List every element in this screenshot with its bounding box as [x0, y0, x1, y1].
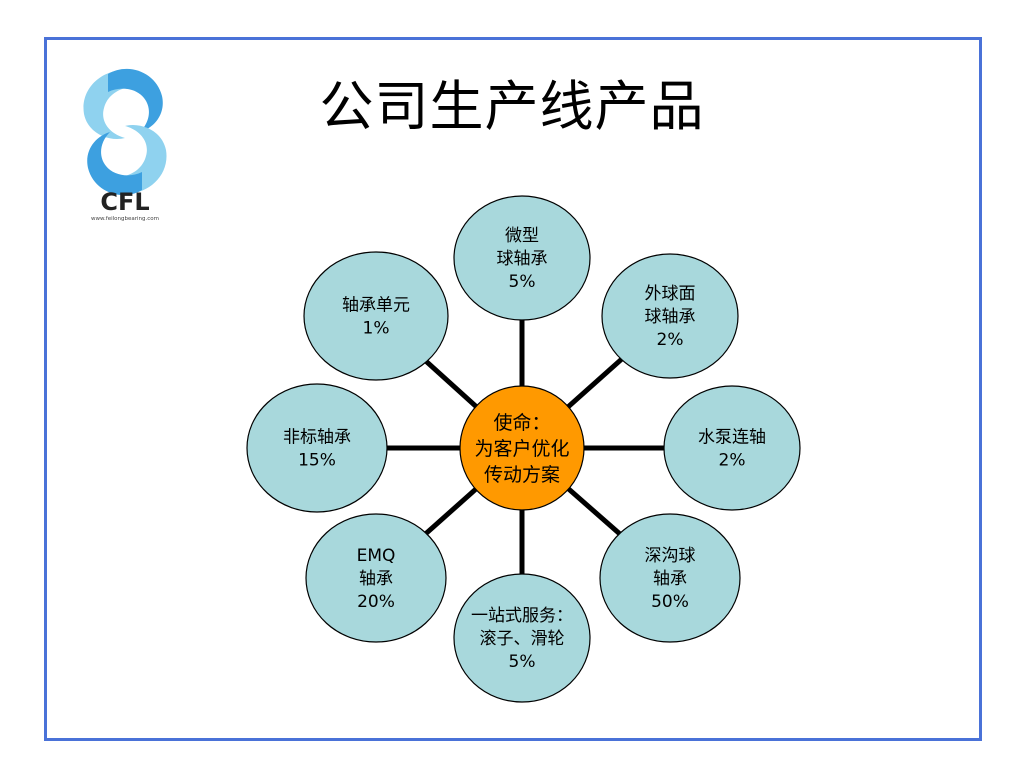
node-label: 水泵连轴 [698, 428, 766, 448]
center-label: 传动方案 [484, 464, 560, 486]
node-bearing-unit: 轴承单元 1% [303, 251, 449, 381]
node-label: 微型 [505, 226, 539, 246]
node-non-standard: 非标轴承 15% [246, 383, 388, 513]
node-emq: EMQ 轴承 20% [305, 513, 447, 643]
node-label: 1% [363, 319, 390, 339]
node-label: 球轴承 [645, 307, 696, 327]
node-label: 深沟球 [645, 546, 696, 566]
node-label: 50% [651, 592, 689, 612]
node-label: 5% [509, 272, 536, 292]
node-label: 一站式服务： [471, 606, 573, 626]
node-water-pump: 水泵连轴 2% [663, 385, 801, 511]
node-label: 轴承 [653, 569, 687, 589]
node-circle [453, 195, 591, 321]
center-label: 使命： [493, 412, 550, 434]
node-label: 外球面 [645, 284, 696, 304]
logo-brand-text: CFL [100, 188, 149, 216]
diagram-nodes: 微型球轴承5%外球面球轴承2%水泵连轴2%深沟球轴承50%一站式服务：滚子、滑轮… [246, 195, 801, 703]
node-label: 15% [298, 451, 336, 471]
node-circle [303, 251, 449, 381]
node-label: 轴承 [359, 569, 393, 589]
node-label: 2% [657, 330, 684, 350]
cfl-logo: CFL www.feilongbearing.com [83, 68, 167, 222]
node-label: 2% [719, 451, 746, 471]
center-label: 为客户优化 [474, 438, 569, 460]
node-circle [305, 513, 447, 643]
logo-swirl-icon [83, 68, 167, 196]
logo-website-text: www.feilongbearing.com [91, 216, 159, 222]
node-circle [601, 253, 739, 379]
node-label: 轴承单元 [342, 296, 410, 316]
node-label: 球轴承 [497, 249, 548, 269]
node-label: 非标轴承 [283, 428, 351, 448]
node-label: 5% [509, 652, 536, 672]
node-one-stop: 一站式服务： 滚子、滑轮 5% [453, 573, 591, 703]
node-circle [663, 385, 801, 511]
slide-title: 公司生产线产品 [319, 75, 705, 138]
node-label: 20% [357, 592, 395, 612]
node-label: EMQ [357, 546, 396, 566]
node-circle [453, 573, 591, 703]
node-label: 滚子、滑轮 [480, 629, 565, 649]
node-circle [599, 513, 741, 643]
center-circle [459, 385, 585, 511]
node-circle [246, 383, 388, 513]
